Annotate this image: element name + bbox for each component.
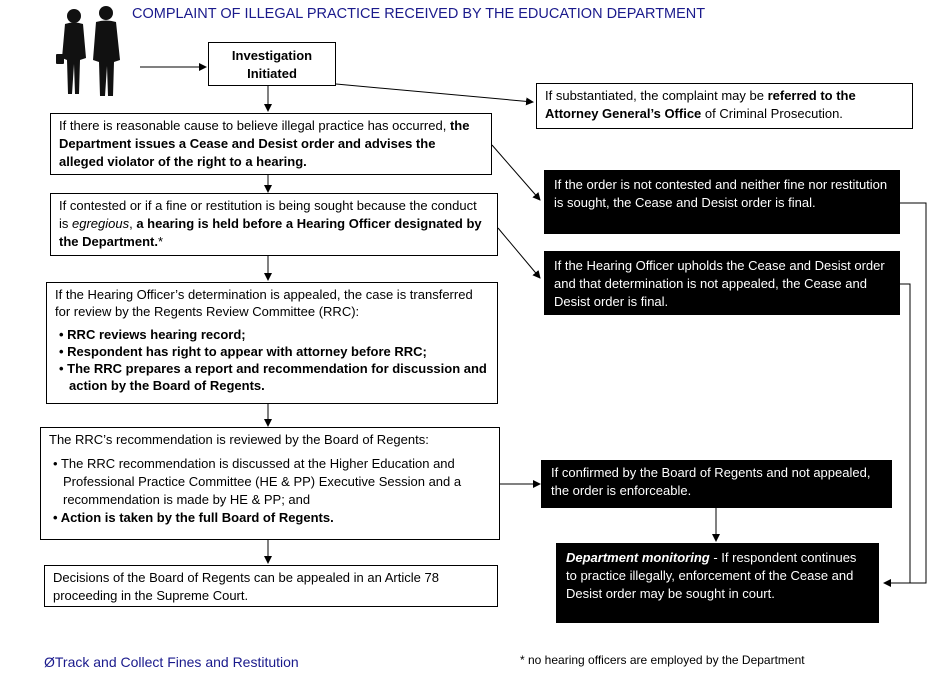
cease-bold: the Department issues a Cease and Desist… [59, 118, 470, 169]
investigation-initiated-box: Investigation Initiated [208, 42, 336, 86]
referral-text: If substantiated, the complaint may be [545, 88, 768, 103]
attorney-general-referral-box: If substantiated, the complaint may be r… [536, 83, 913, 129]
board-intro: The RRC’s recommendation is reviewed by … [49, 432, 429, 447]
rrc-bullet: • RRC reviews hearing record; [59, 327, 246, 342]
cease-and-desist-box: If there is reasonable cause to believe … [50, 113, 492, 175]
monitoring-text: - If respondent continues to practice il… [566, 550, 857, 601]
not-contested-text: If the order is not contested and neithe… [554, 177, 888, 210]
rrc-intro: If the Hearing Officer’s determination i… [55, 287, 473, 319]
contested-hearing-box: If contested or if a fine or restitution… [50, 193, 498, 256]
two-people-icon [50, 4, 140, 105]
referral-bold: referred to the Attorney General’s Offic… [545, 88, 856, 121]
footnote: * no hearing officers are employed by th… [520, 653, 805, 667]
article-78-appeal-box: Decisions of the Board of Regents can be… [44, 565, 498, 607]
investigation-line1: Investigation [231, 48, 313, 63]
contested-bold: a hearing is held before a Hearing Offic… [59, 216, 482, 249]
rrc-review-box: If the Hearing Officer’s determination i… [46, 282, 498, 404]
board-of-regents-box: The RRC’s recommendation is reviewed by … [40, 427, 500, 540]
investigation-line2: Initiated [247, 66, 297, 81]
department-monitoring-box: Department monitoring - If respondent co… [556, 543, 879, 623]
upholds-text: If the Hearing Officer upholds the Cease… [554, 258, 885, 309]
referral-post: of Criminal Prosecution. [701, 106, 843, 121]
board-bullet: • Action is taken by the full Board of R… [53, 510, 334, 525]
rrc-bullet: • The RRC prepares a report and recommen… [59, 361, 487, 393]
contested-mid: , [129, 216, 137, 231]
appeal-text: Decisions of the Board of Regents can be… [53, 570, 439, 603]
rrc-bullet: • Respondent has right to appear with at… [59, 344, 427, 359]
track-fines-footer: ØTrack and Collect Fines and Restitution [44, 654, 299, 670]
page-title: COMPLAINT OF ILLEGAL PRACTICE RECEIVED B… [132, 6, 706, 22]
confirmed-text: If confirmed by the Board of Regents and… [551, 465, 871, 498]
confirmed-enforceable-box: If confirmed by the Board of Regents and… [541, 460, 892, 508]
not-contested-box: If the order is not contested and neithe… [544, 170, 900, 234]
cease-text: If there is reasonable cause to believe … [59, 118, 450, 133]
contested-asterisk: * [157, 234, 164, 249]
contested-italic: egregious [72, 216, 130, 231]
arrow-bullet-icon: Ø [44, 654, 55, 670]
track-fines-text: Track and Collect Fines and Restitution [54, 654, 299, 670]
hearing-upheld-box: If the Hearing Officer upholds the Cease… [544, 251, 900, 315]
board-bullet: • The RRC recommendation is discussed at… [53, 456, 462, 507]
contested-text: If contested or if a fine or restitution… [59, 198, 477, 231]
monitoring-bold: Department monitoring [566, 550, 710, 565]
